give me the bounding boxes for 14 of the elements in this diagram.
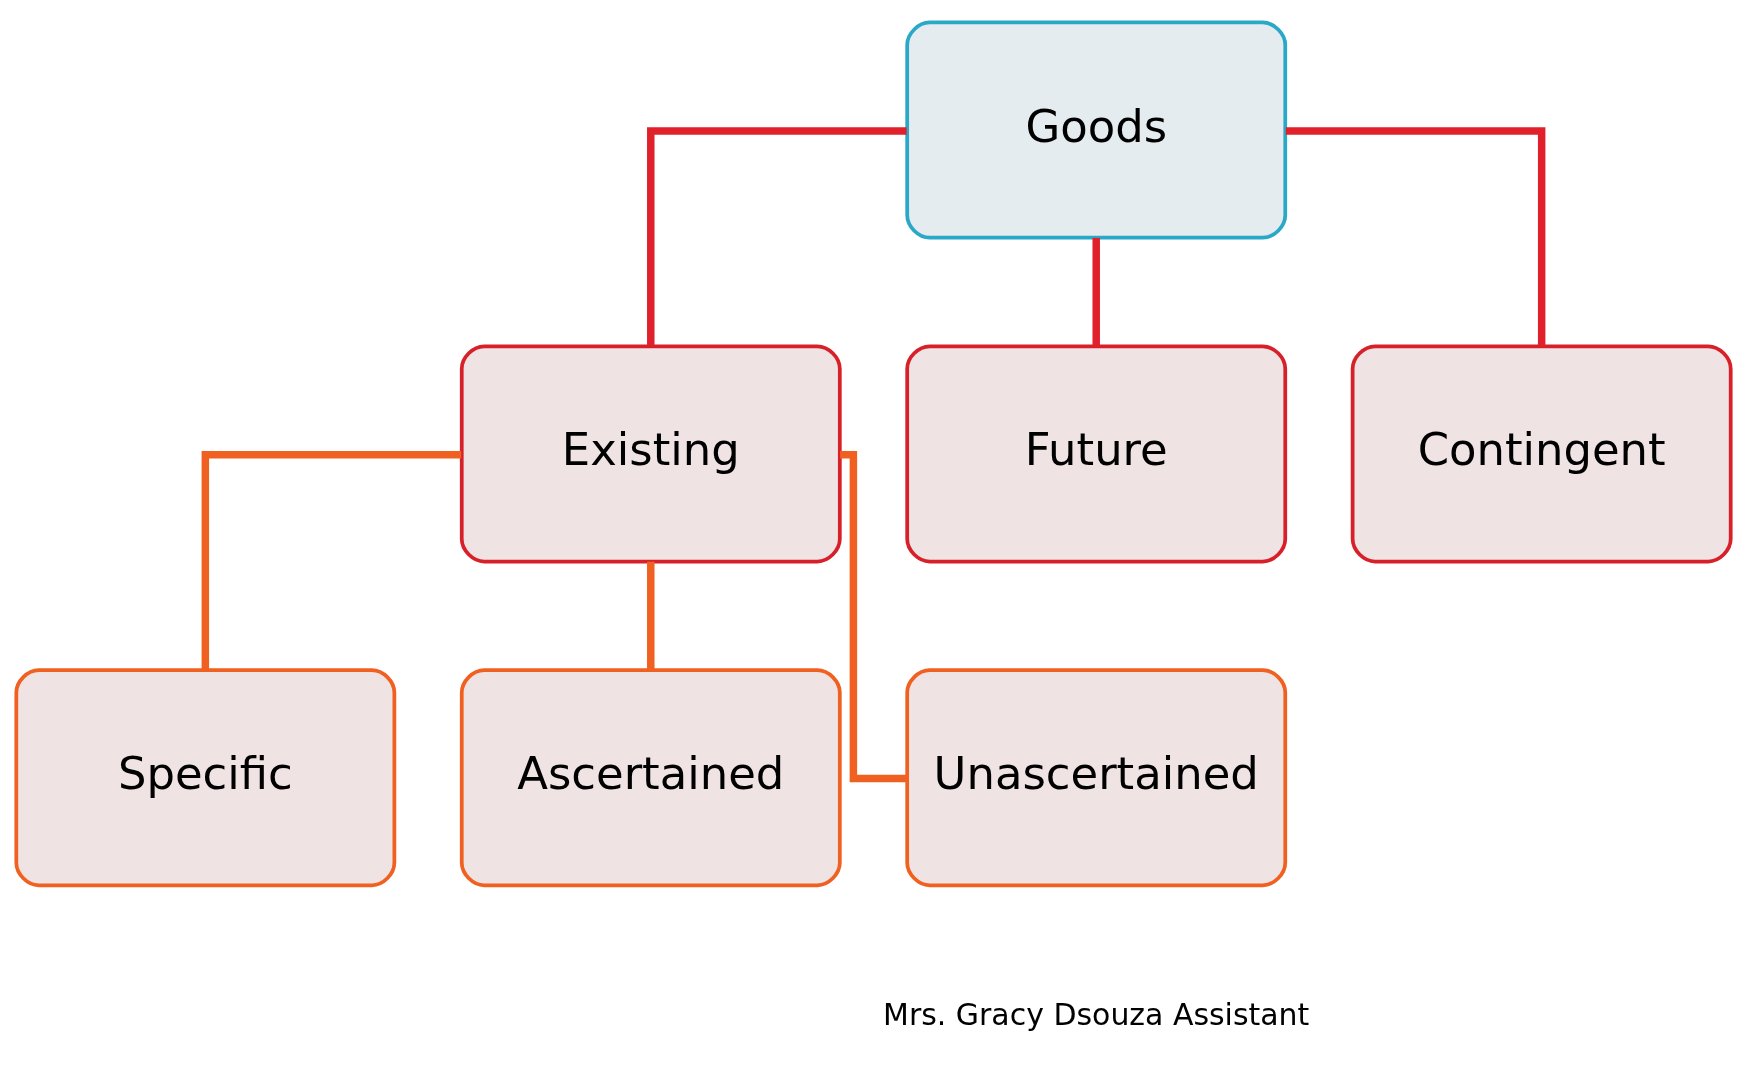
- connector: [201, 451, 462, 670]
- connector: [647, 127, 907, 346]
- label: Mrs. Gracy Dsouza Assistant: [883, 997, 1310, 1033]
- node-box: Unascertained: [905, 668, 1288, 888]
- connector: [840, 451, 907, 783]
- node-box: Specific: [14, 668, 397, 888]
- connector: [1285, 127, 1546, 346]
- node-box: Existing: [459, 344, 842, 564]
- node-box: Ascertained: [459, 668, 842, 888]
- node-box: Future: [905, 344, 1288, 564]
- node-box: Goods: [905, 20, 1288, 240]
- connector: [1092, 237, 1100, 346]
- connector: [647, 561, 655, 670]
- node-box: Contingent: [1350, 344, 1733, 564]
